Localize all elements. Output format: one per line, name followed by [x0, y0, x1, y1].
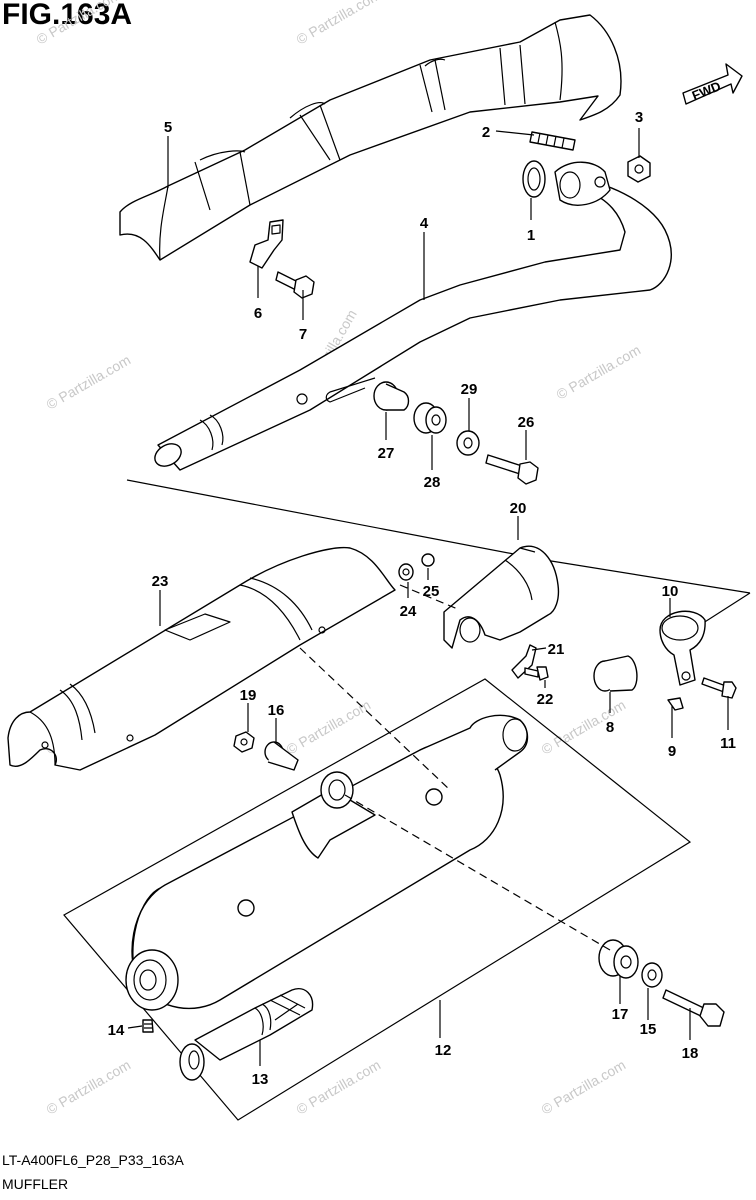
spark-arrester — [179, 988, 314, 1081]
callout-19: 19 — [240, 687, 257, 704]
assembly-outline — [63, 678, 692, 1121]
callout-22: 22 — [537, 691, 554, 708]
callout-18: 18 — [682, 1045, 699, 1062]
callout-29: 29 — [461, 381, 478, 398]
gasket — [522, 160, 546, 198]
cushion — [598, 939, 639, 979]
heat-shield-lower — [7, 546, 396, 771]
collar — [264, 741, 299, 771]
watermark: © Partzilla.com — [294, 1057, 384, 1118]
callout-28: 28 — [424, 474, 441, 491]
callout-5: 5 — [164, 119, 172, 136]
watermark: © Partzilla.com — [34, 0, 124, 48]
callout-24: 24 — [400, 603, 417, 620]
bolt — [662, 989, 725, 1027]
watermark: © Partzilla.com — [294, 0, 384, 48]
exhaust-flange — [554, 161, 611, 206]
callout-6: 6 — [254, 305, 262, 322]
callout-17: 17 — [612, 1006, 629, 1023]
muffler — [125, 714, 529, 1011]
fwd-arrow-icon: FWD — [682, 63, 743, 105]
screw — [142, 1019, 154, 1033]
grommet — [233, 731, 255, 753]
screw — [524, 666, 549, 681]
bolt — [701, 677, 737, 699]
fwd-label: FWD — [690, 78, 723, 103]
watermark: © Partzilla.com — [539, 1057, 629, 1118]
callout-23: 23 — [152, 573, 169, 590]
exhaust-pipe — [154, 179, 672, 471]
pipe-clamp — [659, 610, 706, 686]
callout-9: 9 — [668, 743, 676, 760]
collar — [373, 381, 410, 411]
callout-8: 8 — [606, 719, 614, 736]
washer — [641, 962, 663, 988]
callout-12: 12 — [435, 1042, 452, 1059]
figure-title: FIG.163A — [2, 0, 133, 31]
clamp-piece — [667, 697, 684, 711]
callout-20: 20 — [510, 500, 527, 517]
pipe-cover — [443, 545, 560, 649]
callout-labels: 1 2 3 4 5 6 7 8 9 10 11 12 13 14 15 16 1… — [108, 109, 736, 1088]
dashed-leader — [299, 647, 451, 791]
dashed-leader — [399, 584, 461, 611]
watermark: © Partzilla.com — [44, 352, 134, 413]
cushion — [413, 402, 447, 434]
callout-11: 11 — [720, 735, 736, 752]
diagram-code: LT-A400FL6_P28_P33_163A — [2, 1152, 184, 1168]
diagram-name: MUFFLER — [2, 1176, 69, 1192]
flange-nut — [627, 155, 651, 183]
callout-15: 15 — [640, 1021, 657, 1038]
callout-16: 16 — [268, 702, 285, 719]
callout-3: 3 — [635, 109, 643, 126]
grommet — [398, 563, 414, 581]
callout-13: 13 — [252, 1071, 269, 1088]
callout-10: 10 — [662, 583, 679, 600]
leader-line — [126, 479, 751, 594]
callout-1: 1 — [527, 227, 535, 244]
leader-line — [699, 592, 751, 626]
callout-25: 25 — [423, 583, 440, 600]
callout-2: 2 — [482, 124, 490, 141]
stud-bolt — [529, 131, 576, 151]
callout-21: 21 — [548, 641, 565, 658]
clip-bracket — [249, 219, 284, 269]
callout-14: 14 — [108, 1022, 125, 1039]
callout-26: 26 — [518, 414, 535, 431]
bolt — [275, 271, 315, 299]
watermark: © Partzilla.com — [284, 697, 374, 758]
callout-leaders — [127, 128, 729, 1066]
watermark: © Partzilla.com — [44, 1057, 134, 1118]
callout-27: 27 — [378, 445, 395, 462]
bolt — [485, 454, 539, 485]
callout-4: 4 — [420, 215, 429, 232]
watermark: © Partzilla.com — [554, 342, 644, 403]
sleeve — [593, 655, 638, 692]
mounting-bracket — [511, 644, 537, 679]
callout-7: 7 — [299, 326, 307, 343]
clip-nut — [421, 553, 435, 567]
washer — [456, 430, 480, 456]
